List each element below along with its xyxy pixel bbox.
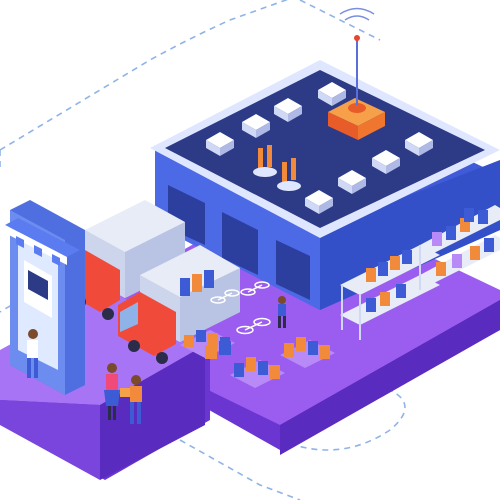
- person-icon: [27, 296, 286, 424]
- roof-vents: [206, 82, 433, 214]
- drone-icon: [210, 281, 271, 335]
- package-stacks: [180, 270, 335, 388]
- roof-pipes: [253, 145, 301, 191]
- smartphone-icon: [5, 200, 85, 395]
- shelf-icon: [340, 205, 500, 340]
- antenna-icon: [328, 7, 385, 140]
